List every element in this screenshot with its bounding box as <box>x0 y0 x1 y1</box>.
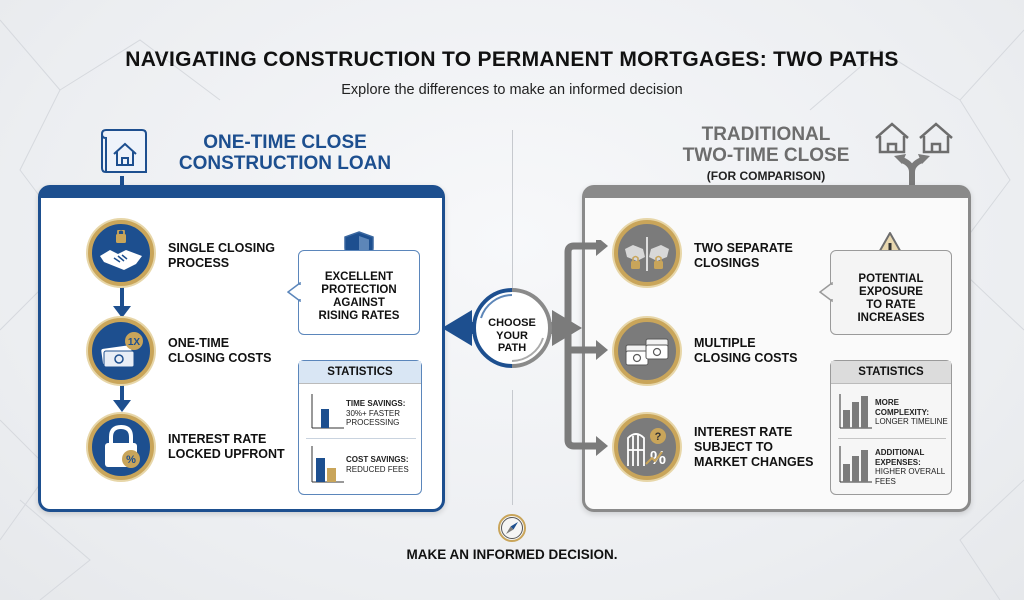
page-subtitle: Explore the differences to make an infor… <box>341 82 683 98</box>
step-one-time-costs: ONE-TIME CLOSING COSTS <box>168 336 298 366</box>
two-houses-icon <box>875 122 953 192</box>
step-rate-market: INTEREST RATE SUBJECT TO MARKET CHANGES <box>694 425 834 470</box>
step-single-closing: SINGLE CLOSING PROCESS <box>168 241 298 271</box>
protection-callout: EXCELLENT PROTECTION AGAINST RISING RATE… <box>298 250 420 335</box>
left-heading: ONE-TIME CLOSE CONSTRUCTION LOAN <box>150 132 420 174</box>
step-two-closings-line2: CLOSINGS <box>694 256 760 270</box>
right-stats-heading: STATISTICS <box>831 361 951 384</box>
right-heading: TRADITIONAL TWO-TIME CLOSE (FOR COMPARIS… <box>660 124 872 187</box>
exposure-callout-line1: POTENTIAL <box>858 273 924 285</box>
step-rate-market-line2: SUBJECT TO <box>694 440 773 454</box>
step-rate-market-line3: MARKET CHANGES <box>694 455 814 469</box>
choose-path-line2: YOUR <box>496 329 528 342</box>
money-1x-icon: 1X <box>88 318 154 384</box>
protection-callout-line3: AGAINST <box>333 297 385 309</box>
flow-arrow-1 <box>113 282 131 318</box>
complexity-text: MORE COMPLEXITY: LONGER TIMELINE <box>875 398 951 427</box>
cost-savings-text: COST SAVINGS: REDUCED FEES <box>346 455 422 474</box>
split-handshake-icon <box>614 220 680 286</box>
badge-1x: 1X <box>128 337 141 348</box>
branch-arrows <box>564 240 608 456</box>
exposure-callout-line4: INCREASES <box>857 312 925 324</box>
expenses-text: ADDITIONAL EXPENSES: HIGHER OVERALL FEES <box>875 448 951 486</box>
expenses-chart-icon <box>839 446 872 483</box>
step-multiple-costs-line2: CLOSING COSTS <box>694 351 798 365</box>
callout-pointer-right <box>819 282 833 302</box>
choose-path-line3: PATH <box>497 342 527 354</box>
cost-savings-line1: REDUCED FEES <box>346 464 409 474</box>
right-stats-box: STATISTICS <box>830 360 952 495</box>
step-rate-locked-line2: LOCKED UPFRONT <box>168 447 285 461</box>
exposure-callout: POTENTIAL EXPOSURE TO RATE INCREASES <box>830 250 952 335</box>
badge-percent-left: % <box>126 454 136 466</box>
expenses-title-line1: ADDITIONAL <box>875 448 925 457</box>
left-heading-line1: ONE-TIME CLOSE <box>203 132 367 153</box>
complexity-chart-icon <box>839 394 872 429</box>
callout-pointer-left <box>287 282 301 302</box>
choose-path-label: CHOOSE YOUR PATH <box>472 317 552 355</box>
time-savings-chart-icon <box>311 394 344 429</box>
step-two-closings: TWO SEPARATE CLOSINGS <box>694 241 824 271</box>
handshake-lock-icon <box>88 220 154 286</box>
expenses-title-line2: EXPENSES: <box>875 457 921 467</box>
time-savings-line1: 30%+ FASTER <box>346 408 401 418</box>
complexity-title-line2: COMPLEXITY: <box>875 407 930 417</box>
exposure-callout-line2: EXPOSURE <box>859 286 923 298</box>
step-two-closings-line1: TWO SEPARATE <box>694 241 793 255</box>
center-divider-top <box>512 130 513 290</box>
expenses-line1: HIGHER OVERALL <box>875 467 946 476</box>
step-one-time-costs-line1: ONE-TIME <box>168 336 230 350</box>
complexity-line1: LONGER TIMELINE <box>875 417 948 426</box>
step-rate-locked-line1: INTEREST RATE <box>168 432 267 446</box>
left-heading-line2: CONSTRUCTION LOAN <box>178 153 392 174</box>
left-stats-heading: STATISTICS <box>299 361 421 384</box>
flow-arrow-2 <box>113 382 131 412</box>
center-divider-bottom <box>512 390 513 505</box>
expenses-line2: FEES <box>875 476 896 486</box>
cost-savings-title: COST SAVINGS: <box>346 455 409 464</box>
page-title: NAVIGATING CONSTRUCTION TO PERMANENT MOR… <box>125 48 899 71</box>
right-heading-line1: TRADITIONAL <box>701 124 831 145</box>
step-single-closing-line2: PROCESS <box>168 256 230 270</box>
cost-savings-chart-icon <box>311 446 344 483</box>
step-one-time-costs-line2: CLOSING COSTS <box>168 351 272 365</box>
compass-icon <box>498 514 526 542</box>
exposure-callout-line3: TO RATE <box>866 299 916 311</box>
step-rate-market-line1: INTEREST RATE <box>694 425 793 439</box>
step-multiple-costs-line1: MULTIPLE <box>694 336 756 350</box>
stats-divider-right <box>838 438 946 439</box>
money-stacks-icon <box>614 318 680 384</box>
stats-divider-left <box>306 438 416 439</box>
protection-callout-line4: RISING RATES <box>318 310 400 322</box>
blueprint-house-icon <box>101 129 147 173</box>
choose-path-line1: CHOOSE <box>488 317 536 329</box>
right-heading-line2: TWO-TIME CLOSE <box>682 145 850 166</box>
padlock-percent-icon: % <box>88 414 154 480</box>
protection-callout-line2: PROTECTION <box>321 284 397 296</box>
step-rate-locked: INTEREST RATE LOCKED UPFRONT <box>168 432 308 462</box>
right-heading-sub: (FOR COMPARISON) <box>706 169 826 183</box>
step-single-closing-line1: SINGLE CLOSING <box>168 241 275 255</box>
time-savings-text: TIME SAVINGS: 30%+ FASTER PROCESSING <box>346 399 422 428</box>
step-multiple-costs: MULTIPLE CLOSING COSTS <box>694 336 824 366</box>
gate-question-percent-icon: ? % <box>614 414 680 480</box>
time-savings-line2: PROCESSING <box>346 418 400 427</box>
question-badge: ? <box>655 431 662 443</box>
complexity-title-line1: MORE <box>875 398 899 407</box>
footer-cta: MAKE AN INFORMED DECISION. <box>406 547 618 562</box>
time-savings-title: TIME SAVINGS: <box>346 399 406 408</box>
protection-callout-line1: EXCELLENT <box>324 271 394 283</box>
